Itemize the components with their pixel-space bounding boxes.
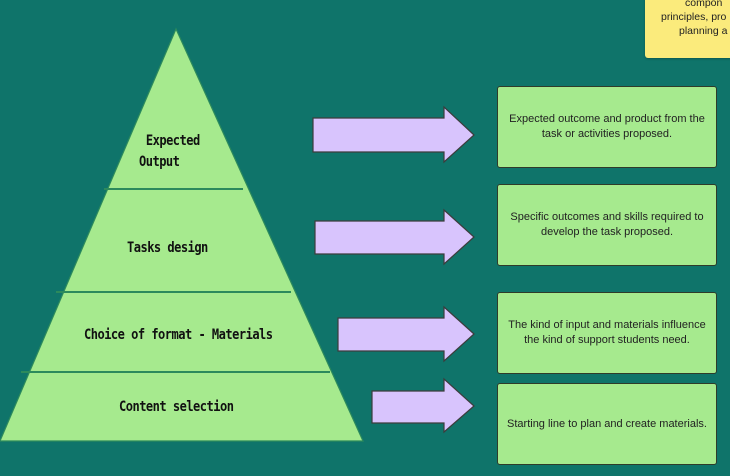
- arrow-1: [312, 105, 475, 164]
- description-text: The kind of input and materials influenc…: [508, 319, 706, 346]
- pyramid-shape: [0, 27, 364, 442]
- arrow-3: [337, 305, 475, 363]
- level-expected-output-line2: Output: [139, 154, 180, 170]
- description-text: Specific outcomes and skills required to…: [510, 211, 704, 238]
- description-box-choice-of-format: The kind of input and materials influenc…: [497, 292, 717, 374]
- sticky-note-line: principles, pro: [661, 11, 727, 23]
- arrow-4: [371, 377, 475, 434]
- description-box-content-selection: Starting line to plan and create materia…: [497, 383, 717, 465]
- level-choice-of-format-label: Choice of format - Materials: [84, 327, 273, 343]
- description-box-expected-output: Expected outcome and product from the ta…: [497, 86, 717, 168]
- level-expected-output-label: Expected Output: [139, 131, 200, 173]
- sticky-note-line: planning a: [679, 25, 728, 37]
- description-text: Expected outcome and product from the ta…: [509, 113, 705, 140]
- sticky-note-line: compon: [685, 0, 723, 9]
- level-expected-output-line1: Expected: [145, 133, 200, 149]
- level-tasks-design-label: Tasks design: [127, 240, 208, 256]
- description-box-tasks-design: Specific outcomes and skills required to…: [497, 184, 717, 266]
- sticky-note[interactable]: compon principles, pro planning a: [645, 0, 730, 58]
- description-text: Starting line to plan and create materia…: [507, 417, 707, 430]
- level-content-selection-label: Content selection: [119, 399, 234, 415]
- arrow-2: [314, 208, 475, 266]
